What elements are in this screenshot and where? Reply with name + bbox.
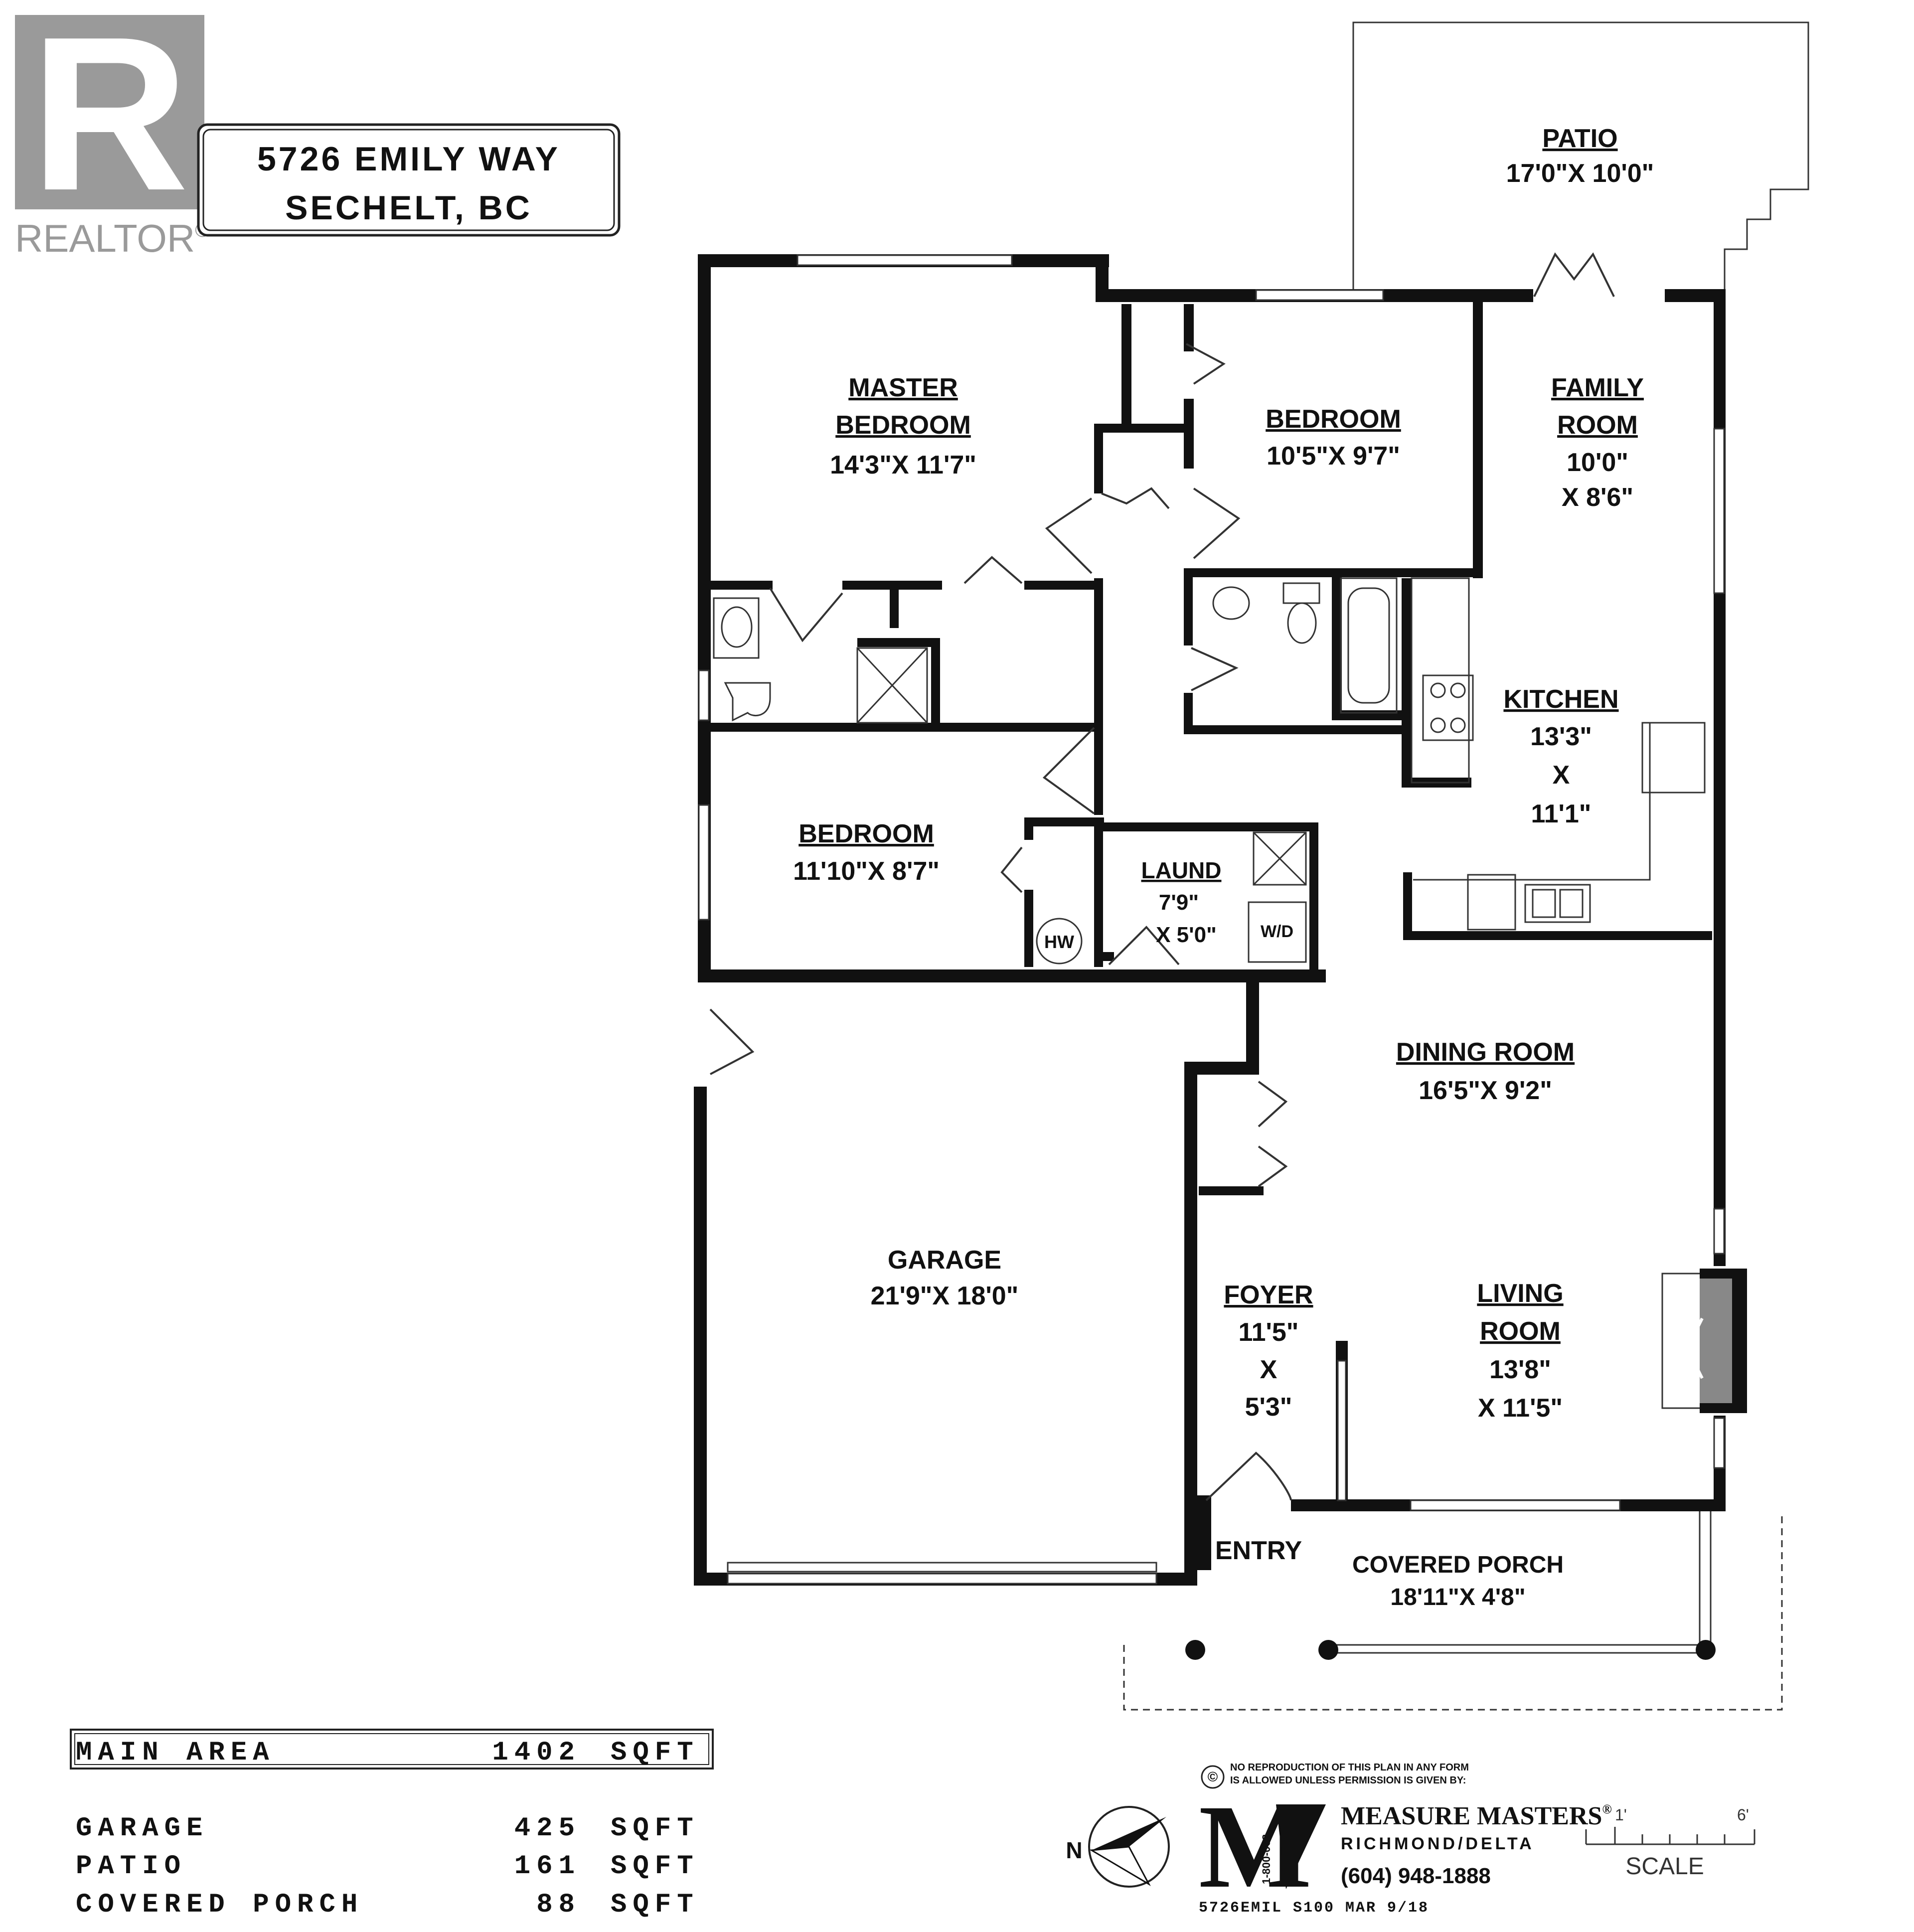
measure-masters-logo: M 1-800-063	[1199, 1780, 1326, 1913]
main-area-value: 1402	[492, 1738, 581, 1768]
living-room-label-2: ROOM	[1480, 1317, 1561, 1346]
hot-water-label: HW	[1044, 932, 1074, 952]
compass-north-label: N	[1066, 1837, 1082, 1863]
measure-masters-logo-vertical: 1-800-063	[1260, 1834, 1273, 1884]
plan-reference: 5726EMIL S100 MAR 9/18	[1199, 1900, 1429, 1917]
kitchen-dims-2: X	[1553, 761, 1570, 790]
measure-masters-credit: © NO REPRODUCTION OF THIS PLAN IN ANY FO…	[1199, 1762, 1612, 1917]
living-room-dims: 13'8"	[1489, 1355, 1551, 1384]
master-bedroom-dims: 14'3"X 11'7"	[830, 451, 976, 480]
porch-area-value: 88	[536, 1890, 581, 1920]
washer-dryer-label: W/D	[1261, 922, 1293, 941]
company-name: MEASURE MASTERS®	[1341, 1802, 1612, 1830]
entry-label: ENTRY	[1215, 1536, 1302, 1565]
laundry-dims-2: X 5'0"	[1156, 923, 1217, 947]
dining-room-dims: 16'5"X 9'2"	[1419, 1076, 1552, 1105]
patio-area-label: PATIO	[76, 1851, 186, 1882]
laundry-label: LAUND	[1141, 857, 1222, 883]
garage-dims: 21'9"X 18'0"	[871, 1282, 1019, 1310]
living-room-dims-2: X 11'5"	[1478, 1394, 1563, 1423]
foyer-label: FOYER	[1224, 1281, 1313, 1309]
dining-room-label: DINING ROOM	[1396, 1038, 1575, 1067]
address-line-2: SECHELT, BC	[285, 189, 532, 227]
bedroom-3-dims: 11'10"X 8'7"	[793, 857, 940, 886]
porch-area-label: COVERED PORCH	[76, 1890, 363, 1920]
bedroom-2-label: BEDROOM	[1266, 405, 1401, 434]
family-room-label-2: ROOM	[1557, 411, 1638, 440]
porch-post	[1318, 1640, 1338, 1660]
garage-area-unit: SQFT	[611, 1813, 699, 1844]
kitchen-label: KITCHEN	[1503, 685, 1618, 714]
copyright-notice-1: NO REPRODUCTION OF THIS PLAN IN ANY FORM	[1230, 1762, 1469, 1773]
copyright-notice-2: IS ALLOWED UNLESS PERMISSION IS GIVEN BY…	[1230, 1775, 1466, 1786]
compass: N	[1066, 1806, 1170, 1888]
realtor-wordmark: REALTOR®	[15, 216, 210, 260]
windows	[698, 254, 1725, 1585]
realtor-logo-mark: R	[30, 0, 189, 236]
family-room-dims-2: X 8'6"	[1562, 483, 1633, 512]
realtor-logo: R REALTOR®	[15, 0, 210, 260]
kitchen-dims-3: 11'1"	[1531, 800, 1592, 828]
garage-area-label: GARAGE	[76, 1813, 208, 1844]
copyright-symbol: ©	[1208, 1769, 1218, 1784]
main-area-unit: SQFT	[611, 1738, 699, 1768]
doors	[709, 252, 1615, 1501]
patio-outline	[1352, 21, 1809, 294]
master-bedroom-label-2: BEDROOM	[835, 411, 971, 440]
living-room-label: LIVING	[1477, 1279, 1563, 1308]
patio-dims: 17'0"X 10'0"	[1506, 159, 1654, 188]
covered-porch-label: COVERED PORCH	[1352, 1552, 1564, 1578]
laundry-dims: 7'9"	[1159, 890, 1199, 915]
master-bedroom-label: MASTER	[848, 373, 958, 402]
porch-post	[1696, 1640, 1716, 1660]
scale-bar: 1' 6' SCALE	[1585, 1806, 1755, 1880]
porch-post	[1185, 1640, 1205, 1660]
room-labels: PATIO 17'0"X 10'0" MASTER BEDROOM 14'3"X…	[793, 124, 1654, 1610]
area-table: MAIN AREA 1402 SQFT GARAGE 425 SQFT PATI…	[70, 1729, 714, 1920]
covered-porch-outline	[1123, 1511, 1783, 1711]
scale-label: SCALE	[1625, 1853, 1704, 1880]
patio-label: PATIO	[1542, 124, 1617, 153]
company-location: RICHMOND/DELTA	[1341, 1834, 1535, 1853]
covered-porch-dims: 18'11"X 4'8"	[1390, 1584, 1525, 1610]
porch-area-unit: SQFT	[611, 1890, 699, 1920]
bedroom-3-label: BEDROOM	[798, 819, 934, 848]
family-room-dims: 10'0"	[1567, 448, 1628, 477]
scale-end-label: 6'	[1737, 1806, 1749, 1824]
company-phone: (604) 948-1888	[1341, 1864, 1491, 1888]
garage-area-value: 425	[514, 1813, 581, 1844]
garage-label: GARAGE	[888, 1246, 1001, 1275]
foyer-dims: 11'5"	[1239, 1318, 1299, 1347]
scale-start-label: 1'	[1615, 1806, 1627, 1824]
bedroom-2-dims: 10'5"X 9'7"	[1267, 442, 1400, 471]
address-box: 5726 EMILY WAY SECHELT, BC	[197, 123, 621, 237]
kitchen-dims: 13'3"	[1530, 722, 1592, 751]
foyer-dims-2: X	[1260, 1355, 1277, 1384]
foyer-dims-3: 5'3"	[1245, 1393, 1292, 1422]
exterior-walls	[694, 254, 1726, 1586]
patio-area-unit: SQFT	[611, 1851, 699, 1882]
address-line-1: 5726 EMILY WAY	[257, 140, 560, 178]
main-area-label: MAIN AREA	[76, 1738, 275, 1768]
patio-area-value: 161	[514, 1851, 581, 1882]
interior-walls	[708, 299, 1712, 1195]
family-room-label: FAMILY	[1551, 373, 1644, 402]
fixtures: W/D HW	[713, 577, 1747, 1573]
